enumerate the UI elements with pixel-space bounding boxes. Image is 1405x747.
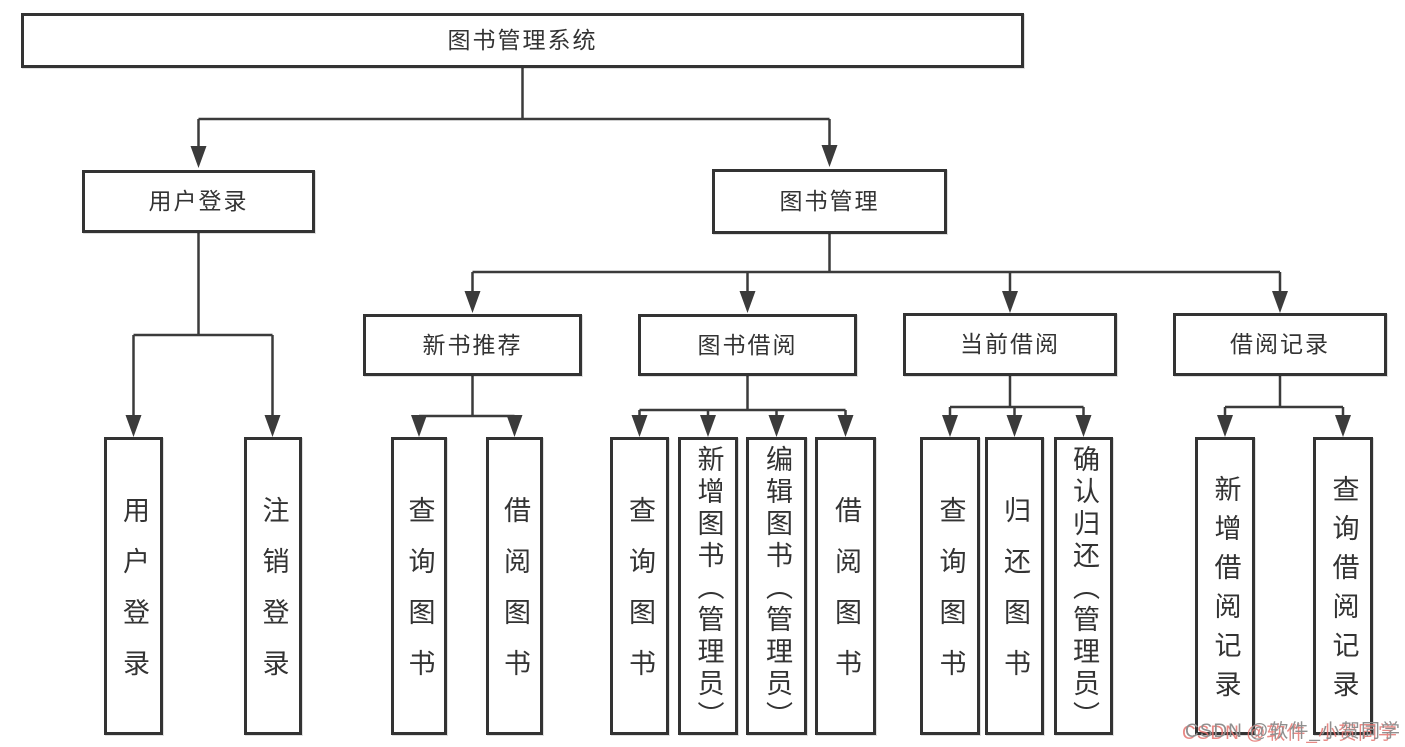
node-book-borrow-label: 图书借阅	[697, 331, 798, 358]
leaf-user-login: 用户登录	[104, 437, 163, 735]
leaf-query-books-current: 查询图书	[920, 437, 980, 735]
leaf-borrow-books-recommend: 借阅图书	[486, 437, 543, 735]
leaf-add-book-admin: 新增图书（管理员）	[678, 437, 738, 735]
leaf-confirm-return-admin: 确认归还（管理员）	[1054, 437, 1113, 735]
leaf-query-books-current-label: 查询图书	[935, 496, 966, 700]
leaf-query-books-borrow: 查询图书	[610, 437, 669, 735]
leaf-edit-book-admin-label: 编辑图书（管理员）	[762, 444, 792, 733]
leaf-add-borrow-record-label: 新增借阅记录	[1210, 475, 1241, 709]
watermark: CSDN @软件_小贺同学	[1185, 721, 1401, 742]
leaf-logout: 注销登录	[244, 437, 302, 735]
node-current-borrow-label: 当前借阅	[960, 331, 1060, 357]
leaf-borrow-books-label: 借阅图书	[831, 496, 861, 700]
leaf-confirm-return-admin-label: 确认归还（管理员）	[1069, 444, 1099, 733]
node-book-borrow: 图书借阅	[638, 314, 857, 376]
node-root: 图书管理系统	[21, 13, 1024, 68]
leaf-add-borrow-record: 新增借阅记录	[1195, 437, 1255, 735]
leaf-add-book-admin-label: 新增图书（管理员）	[693, 444, 724, 733]
node-new-book-recommend: 新书推荐	[363, 314, 582, 376]
node-book-management-label: 图书管理	[779, 188, 880, 214]
node-user-login: 用户登录	[82, 170, 315, 233]
leaf-return-books-label: 归还图书	[1000, 496, 1030, 700]
leaf-edit-book-admin: 编辑图书（管理员）	[746, 437, 807, 735]
leaf-user-login-label: 用户登录	[119, 496, 149, 700]
leaf-query-books-recommend-label: 查询图书	[404, 496, 435, 700]
node-new-book-recommend-label: 新书推荐	[422, 331, 523, 358]
node-current-borrow: 当前借阅	[903, 313, 1117, 376]
leaf-borrow-books: 借阅图书	[815, 437, 876, 735]
leaf-query-books-recommend: 查询图书	[391, 437, 447, 735]
leaf-query-borrow-record-label: 查询借阅记录	[1328, 475, 1359, 709]
node-user-login-label: 用户登录	[148, 188, 249, 214]
leaf-query-books-borrow-label: 查询图书	[625, 496, 655, 700]
node-borrow-records: 借阅记录	[1173, 313, 1387, 376]
leaf-logout-label: 注销登录	[258, 496, 289, 700]
node-borrow-records-label: 借阅记录	[1230, 331, 1330, 357]
node-root-label: 图书管理系统	[447, 27, 598, 53]
node-book-management: 图书管理	[712, 169, 947, 234]
leaf-return-books: 归还图书	[985, 437, 1044, 735]
leaf-borrow-books-recommend-label: 借阅图书	[500, 496, 530, 700]
leaf-query-borrow-record: 查询借阅记录	[1313, 437, 1373, 735]
